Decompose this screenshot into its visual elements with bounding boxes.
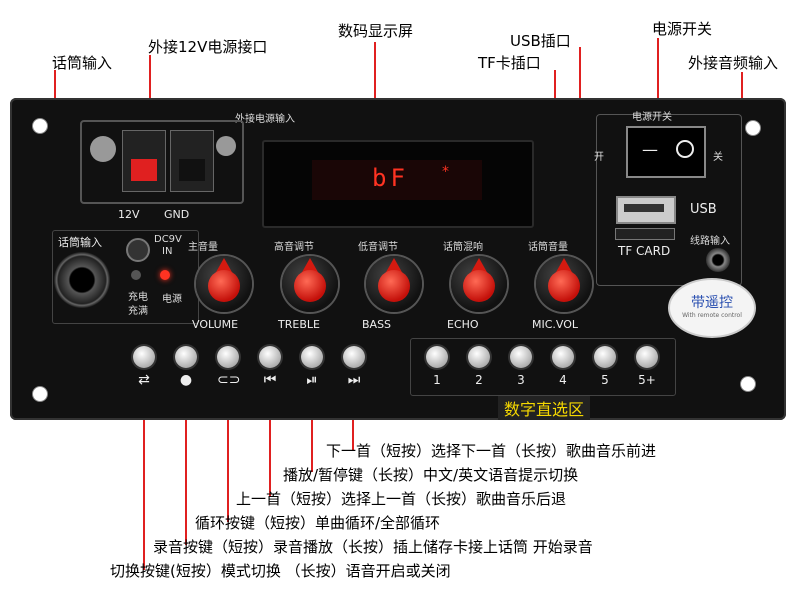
- digital-display: bF *: [262, 140, 534, 228]
- callout-number-zone: 数字直选区: [498, 396, 591, 420]
- knob-mic-vol[interactable]: [536, 256, 592, 312]
- mount-hole: [32, 386, 48, 402]
- number-button-2[interactable]: [468, 346, 490, 368]
- logo-sub: With remote control: [682, 312, 742, 319]
- dc-in-label: IN: [162, 246, 173, 257]
- knob-en-label: MIC.VOL: [532, 318, 579, 331]
- callout-usb-port: USB插口: [510, 32, 571, 50]
- line-in-label: 线路输入: [690, 236, 730, 247]
- callout-power-switch: 电源开关: [652, 20, 713, 38]
- charge-full-label: 充满: [128, 306, 148, 317]
- number-label: 1: [433, 373, 441, 387]
- terminal-minus[interactable]: [170, 130, 214, 192]
- on-label: 开: [594, 152, 604, 163]
- amplifier-panel: 外接电源输入 12V GND 话筒输入 DC9V IN 充电 充满 电源 bF …: [10, 98, 786, 420]
- off-label: 关: [713, 152, 723, 163]
- knob-cn-label: 话筒音量: [528, 242, 568, 253]
- mic-label: 话筒输入: [58, 236, 102, 249]
- io-block: [596, 114, 742, 286]
- mount-hole: [745, 120, 761, 136]
- callout-mic-input: 话筒输入: [52, 54, 113, 72]
- number-label: 2: [475, 373, 483, 387]
- next-icon: ⏭: [347, 372, 361, 388]
- knob-volume[interactable]: [196, 256, 252, 312]
- ext-power-label: 外接电源输入: [235, 114, 295, 125]
- callout-next: 下一首（短按）选择下一首（长按）歌曲音乐前进: [326, 442, 657, 460]
- usb-port[interactable]: [616, 196, 676, 224]
- callout-prev: 上一首（短按）选择上一首（长按）歌曲音乐后退: [236, 490, 567, 508]
- charge-label: 充电: [128, 292, 148, 303]
- mount-hole: [32, 118, 48, 134]
- number-button-3[interactable]: [510, 346, 532, 368]
- play-pause-button[interactable]: [301, 346, 323, 368]
- record-icon: ●: [179, 372, 193, 388]
- power-switch-label: 电源开关: [632, 112, 672, 123]
- power-led: [160, 270, 170, 280]
- power-switch[interactable]: —: [626, 126, 706, 178]
- previous-button[interactable]: [259, 346, 281, 368]
- knob-cn-label: 主音量: [188, 242, 218, 253]
- number-label: 5: [601, 373, 609, 387]
- line-in-jack[interactable]: [706, 248, 730, 272]
- logo-text: 带遥控: [691, 295, 733, 311]
- number-button-5plus[interactable]: [636, 346, 658, 368]
- number-button-5[interactable]: [594, 346, 616, 368]
- usb-label: USB: [690, 202, 717, 217]
- number-button-4[interactable]: [552, 346, 574, 368]
- remote-control-badge: 带遥控 With remote control: [668, 278, 756, 338]
- number-label: 3: [517, 373, 525, 387]
- callout-tf-port: TF卡插口: [478, 54, 541, 72]
- number-label: 5+: [638, 373, 656, 387]
- knob-en-label: VOLUME: [192, 318, 239, 331]
- gnd-label: GND: [164, 208, 190, 221]
- number-label: 4: [559, 373, 567, 387]
- switch-icon: ⇄: [138, 372, 150, 388]
- next-button[interactable]: [343, 346, 365, 368]
- knob-echo[interactable]: [451, 256, 507, 312]
- callout-play: 播放/暂停键（长按）中文/英文语音提示切换: [283, 466, 579, 484]
- knob-bass[interactable]: [366, 256, 422, 312]
- loop-button[interactable]: [217, 346, 239, 368]
- callout-loop: 循环按键（短按）单曲循环/全部循环: [195, 514, 441, 532]
- terminal-screw: [216, 136, 236, 156]
- switch-button[interactable]: [133, 346, 155, 368]
- knob-cn-label: 高音调节: [274, 242, 314, 253]
- knob-cn-label: 低音调节: [358, 242, 398, 253]
- callout-switch: 切换按键(短按）模式切换 （长按）语音开启或关闭: [110, 562, 451, 580]
- loop-icon: ⊂⊃: [217, 372, 241, 388]
- callout-ext-audio-input: 外接音频输入: [688, 54, 779, 72]
- v12-label: 12V: [118, 208, 140, 221]
- knob-treble[interactable]: [282, 256, 338, 312]
- lcd-screen: bF *: [312, 160, 482, 200]
- knob-cn-label: 话筒混响: [443, 242, 483, 253]
- lcd-mark: *: [442, 164, 449, 180]
- tf-label: TF CARD: [618, 244, 671, 258]
- record-button[interactable]: [175, 346, 197, 368]
- power-terminal: [80, 120, 244, 204]
- power-led-label: 电源: [162, 294, 182, 305]
- tf-card-slot[interactable]: [615, 228, 675, 240]
- dc-label: DC9V: [154, 234, 182, 245]
- play-pause-icon: ⏯: [306, 372, 318, 388]
- knob-en-label: ECHO: [447, 318, 479, 331]
- terminal-plus[interactable]: [122, 130, 166, 192]
- callout-record: 录音按键（短按）录音播放（长按）插上储存卡接上话筒 开始录音: [153, 538, 593, 556]
- callout-digital-display: 数码显示屏: [338, 22, 414, 40]
- mount-hole: [740, 376, 756, 392]
- callout-ext-12v: 外接12V电源接口: [148, 38, 268, 56]
- knob-en-label: BASS: [362, 318, 392, 331]
- terminal-screw: [90, 136, 116, 162]
- number-zone-box: [410, 338, 676, 396]
- number-button-1[interactable]: [426, 346, 448, 368]
- charge-led: [131, 270, 141, 280]
- mic-jack[interactable]: [54, 252, 110, 308]
- lcd-text: bF: [372, 164, 409, 192]
- knob-en-label: TREBLE: [278, 318, 320, 331]
- previous-icon: ⏮: [263, 372, 277, 388]
- dc-jack[interactable]: [126, 238, 150, 262]
